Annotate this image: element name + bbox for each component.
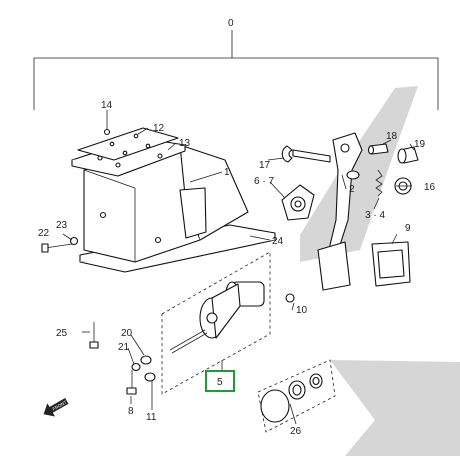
bolt-8 [126,370,137,395]
callout-2: 2 [349,184,355,195]
callout-5: 5 [217,377,223,388]
callout-22: 22 [38,228,50,239]
callout-18: 18 [386,131,398,142]
brake-pedal [317,132,363,291]
washer-20 [140,355,152,365]
callout-8: 8 [128,406,134,417]
leader-lines [62,110,415,425]
callout-10: 10 [296,305,308,316]
assembly-bracket [33,30,439,110]
callout-12: 12 [153,123,165,134]
callout-16: 16 [424,182,436,193]
callout-3-4: 3 · 4 [365,210,385,221]
pedal-pad [371,241,411,287]
callout-11: 11 [146,412,157,423]
master-cylinder-group-outline [161,251,271,395]
bolt-14 [103,114,111,136]
callout-13: 13 [179,138,191,149]
callout-0: 0 [228,18,234,29]
callout-6-7: 6 · 7 [254,176,274,187]
callout-1: 1 [224,167,230,178]
pivot-shaft [281,145,331,163]
callout-24: 24 [272,236,284,247]
pedal-box-housing [71,137,276,273]
top-gasket [77,127,179,161]
callout-25: 25 [56,328,68,339]
nut-21 [131,362,141,372]
boot-kit [257,359,336,433]
callout-23: 23 [56,220,68,231]
nut-10 [285,293,295,303]
bolt-22 [41,243,73,253]
bolt-25 [89,322,99,349]
callout-19: 19 [414,139,426,150]
callout-9: 9 [405,223,411,234]
front-arrow-icon: FRONT [43,397,69,417]
callout-21: 21 [118,342,130,353]
background-shading-lower [330,360,460,456]
pin-18 [367,143,389,155]
washer-11 [144,372,156,382]
nut-23 [69,236,79,246]
callout-17: 17 [259,160,271,171]
pin-19 [397,146,419,164]
master-cylinder [169,281,265,354]
callout-26: 26 [290,426,302,437]
callout-20: 20 [121,328,133,339]
highlight-box-5 [205,370,235,392]
bushing-plate [281,184,315,221]
callout-14: 14 [101,100,113,111]
return-spring [375,169,383,197]
